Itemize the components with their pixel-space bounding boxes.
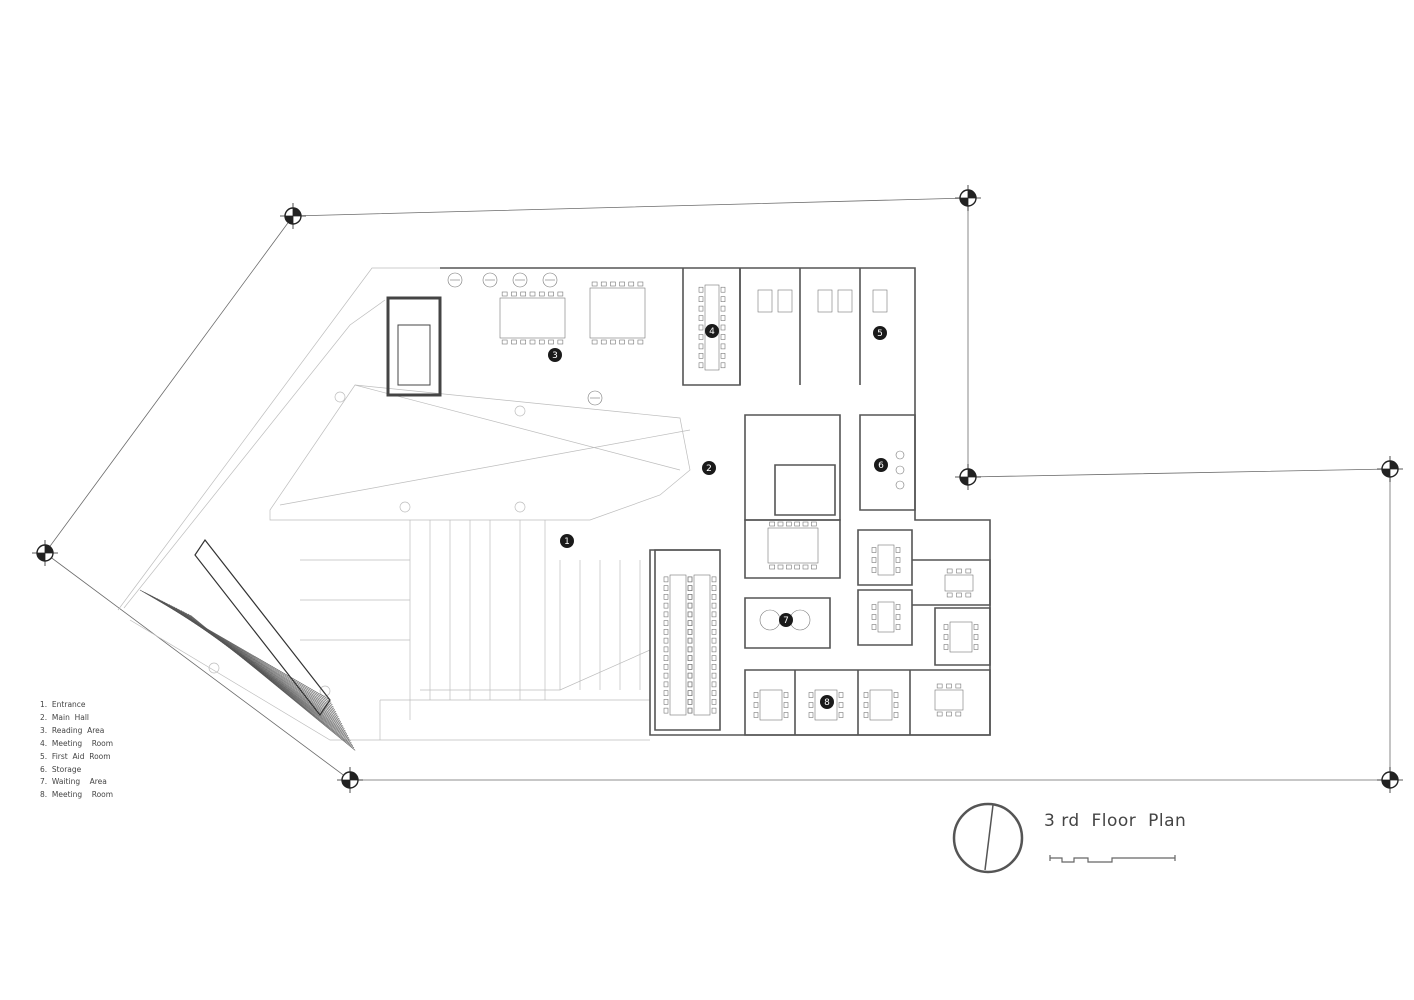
svg-text:3: 3 (552, 351, 558, 361)
toilet-stall (817, 289, 833, 313)
grid-marker-icon (955, 464, 981, 490)
legend-item-4: 4. Meeting Room (40, 738, 114, 748)
grid-marker-icon (1377, 767, 1403, 793)
svg-text:5: 5 (877, 329, 883, 339)
legend-item-7: 7. Waiting Area (40, 777, 107, 787)
furniture (447, 272, 979, 721)
table (589, 281, 646, 345)
table (871, 601, 901, 633)
scale-bar-icon (1049, 855, 1176, 863)
legend-item-5: 5. First Aid Room (40, 751, 111, 761)
cafe-table (587, 390, 603, 406)
site-boundary (44, 197, 1391, 781)
stair-core (386, 296, 442, 397)
legend: 1. Entrance 2. Main Hall 3. Reading Area… (40, 699, 113, 802)
cafe-table (447, 272, 463, 288)
north-arrow-icon (952, 802, 1024, 874)
room-marker-1: 1 (560, 534, 574, 548)
room-marker-8: 8 (820, 695, 834, 709)
toilet-stall (837, 289, 853, 313)
table (944, 568, 974, 598)
table (767, 521, 819, 570)
building-walls (440, 267, 991, 736)
grid-marker-icon (955, 185, 981, 211)
svg-text:8: 8 (824, 698, 830, 708)
room-marker-5: 5 (873, 326, 887, 340)
room-marker-7: 7 (779, 613, 793, 627)
room-marker-2: 2 (702, 461, 716, 475)
table (698, 284, 726, 371)
room-marker-4: 4 (705, 324, 719, 338)
legend-item-2: 2. Main Hall (40, 712, 89, 722)
storage-item (895, 465, 905, 475)
cafe-table (512, 272, 528, 288)
grid-markers (32, 185, 1403, 793)
legend-item-1: 1. Entrance (40, 700, 86, 709)
toilet-stall (872, 289, 888, 313)
room-marker-6: 6 (874, 458, 888, 472)
lounge-table (759, 609, 781, 631)
room-markers: 1 2 3 4 5 6 7 8 (548, 324, 888, 709)
toilet-stall (757, 289, 773, 313)
room-marker-3: 3 (548, 348, 562, 362)
table (499, 291, 566, 345)
plan-title: 3 rd Floor Plan (1044, 811, 1187, 831)
cafe-table (482, 272, 498, 288)
svg-text:6: 6 (878, 461, 884, 471)
exterior-landscape (117, 267, 691, 741)
storage-item (895, 450, 905, 460)
svg-text:7: 7 (783, 616, 789, 626)
entrance-ramp (139, 538, 356, 751)
table (871, 544, 901, 576)
svg-text:1: 1 (564, 537, 570, 547)
table (943, 621, 979, 653)
table (863, 689, 899, 721)
legend-item-6: 6. Storage (40, 764, 82, 774)
cafe-table (542, 272, 558, 288)
toilet-stall (777, 289, 793, 313)
table (687, 574, 717, 716)
storage-item (895, 480, 905, 490)
grid-marker-icon (32, 540, 58, 566)
svg-text:4: 4 (709, 327, 715, 337)
grid-marker-icon (337, 767, 363, 793)
table (808, 689, 844, 721)
table (753, 689, 789, 721)
svg-text:2: 2 (706, 464, 712, 474)
grid-marker-icon (1377, 456, 1403, 482)
legend-item-8: 8. Meeting Room (40, 790, 114, 800)
grid-marker-icon (280, 203, 306, 229)
legend-item-3: 3. Reading Area (40, 725, 105, 735)
table (934, 683, 964, 717)
